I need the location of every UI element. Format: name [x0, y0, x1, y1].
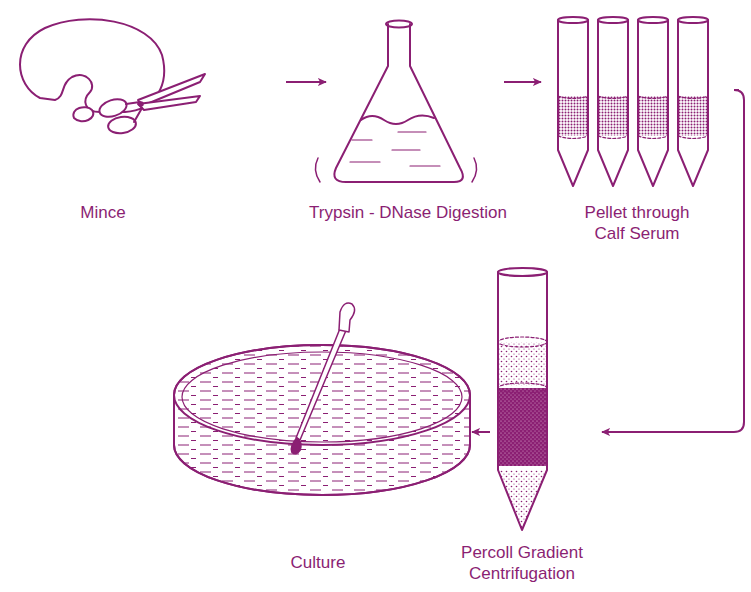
percoll-step: Percoll Gradient Centrifugation	[492, 275, 600, 589]
tissue-piece	[73, 107, 93, 121]
flask	[315, 21, 476, 183]
culture-step: Culture	[170, 290, 470, 585]
digestion-step: Trypsin - DNase Digestion	[330, 8, 500, 238]
percoll-tube	[498, 268, 547, 530]
scissors	[97, 74, 205, 135]
step-caption: Pellet through Calf Serum	[572, 203, 702, 244]
flow-arrow	[602, 90, 744, 432]
flow-arrow	[504, 81, 541, 83]
step-caption: Trypsin - DNase Digestion	[288, 203, 528, 224]
step-caption: Percoll Gradient Centrifugation	[447, 543, 597, 584]
flow-arrow	[472, 431, 490, 433]
mince-step: Mince	[8, 8, 282, 238]
pellet-step: Pellet through Calf Serum	[545, 8, 735, 253]
step-caption: Mince	[53, 203, 153, 224]
step-caption: Culture	[268, 553, 368, 574]
centrifuge-tubes	[558, 17, 708, 186]
pipette	[292, 303, 355, 454]
culture-dish	[174, 345, 470, 495]
flow-arrow	[286, 81, 326, 83]
